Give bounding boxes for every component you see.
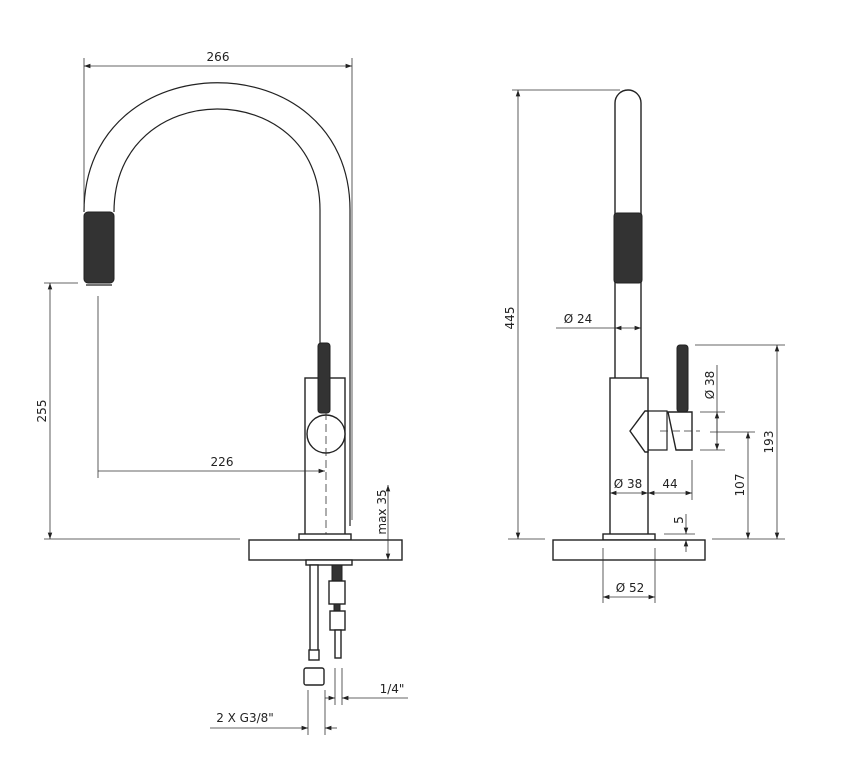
dim-lever-height-label: 193 [762,431,776,454]
spout-grip [83,211,115,284]
dim-base-diameter-label: Ø 52 [616,581,645,595]
under-collar [305,559,353,566]
dim-collar-label: 5 [672,516,686,524]
small-hose [328,564,346,659]
dim-reach-label: 226 [211,455,234,469]
collar [298,533,352,541]
dim-width-label: 266 [207,50,230,64]
dim-handle-height-label: 107 [733,474,747,497]
dim-spout-diameter-label: Ø 24 [564,312,593,326]
lever-handle [317,342,331,414]
faucet-body-side [609,377,649,536]
side-view: 445 Ø 24 Ø 38 107 193 Ø 38 44 5 [503,89,785,603]
front-view: 266 255 226 max 35 1/4" 2 X G3/8" [35,50,408,735]
base-plate [248,539,403,561]
spout-inner [113,108,321,378]
dim-small-hose-label: 1/4" [380,682,405,696]
dim-handle-offset-label: 44 [662,477,677,491]
dim-total-height-label: 445 [503,307,517,330]
spout-grip-side [613,212,643,284]
dim-handle-diameter-label: Ø 38 [703,371,717,400]
hot-cold-hose [303,564,325,686]
dim-hose-thread-label: 2 X G3/8" [216,711,274,725]
dim-outlet-height-label: 255 [35,400,49,423]
base-plate-side [552,539,706,561]
collar-side [602,533,656,541]
dim-max-thickness-label: max 35 [375,489,389,534]
lever-handle-side [676,344,689,413]
handle-mount [629,410,649,453]
spout-outer [83,82,351,526]
handle-knob [306,414,346,454]
dim-body-diameter-label: Ø 38 [614,477,643,491]
